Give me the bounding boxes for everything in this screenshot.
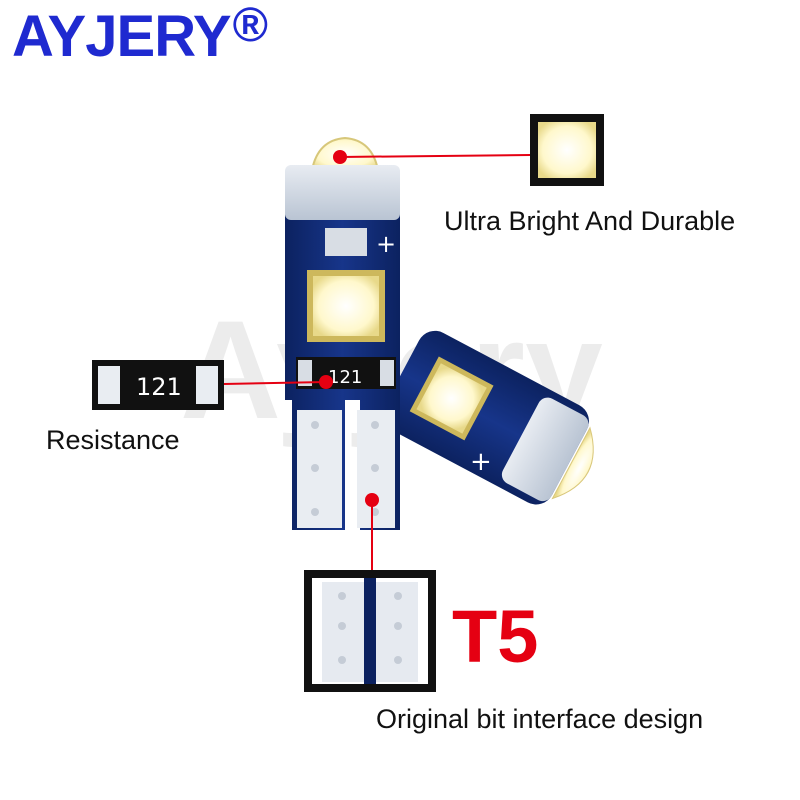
led-callout <box>333 114 604 186</box>
brand-logo: AYJERY® <box>12 2 268 66</box>
solder-pad <box>325 228 367 256</box>
brand-name: AYJERY <box>12 4 232 69</box>
base-design-label: Original bit interface design <box>376 704 704 734</box>
led-feature-label: Ultra Bright And Durable <box>444 206 736 236</box>
tilted-bulb <box>382 330 594 505</box>
plus-sign: + <box>376 230 396 258</box>
resistor-code-on-bulb: 121 <box>328 367 362 388</box>
base-callout <box>304 493 436 692</box>
resistance-label: Resistance <box>46 425 180 455</box>
resistor-callout: 121 <box>92 360 333 410</box>
base-type-label: T5 <box>452 595 539 678</box>
led-closeup <box>538 122 596 178</box>
smd-resistor <box>296 357 396 389</box>
side-led-chip <box>313 276 379 336</box>
tilted-plus-sign: + <box>470 447 492 477</box>
resistor-code-closeup: 121 <box>136 373 182 401</box>
main-bulb: + 121 <box>285 136 400 530</box>
registered-mark: ® <box>232 0 268 52</box>
silicone-sleeve <box>285 165 400 220</box>
contact-leg-left <box>297 410 342 528</box>
